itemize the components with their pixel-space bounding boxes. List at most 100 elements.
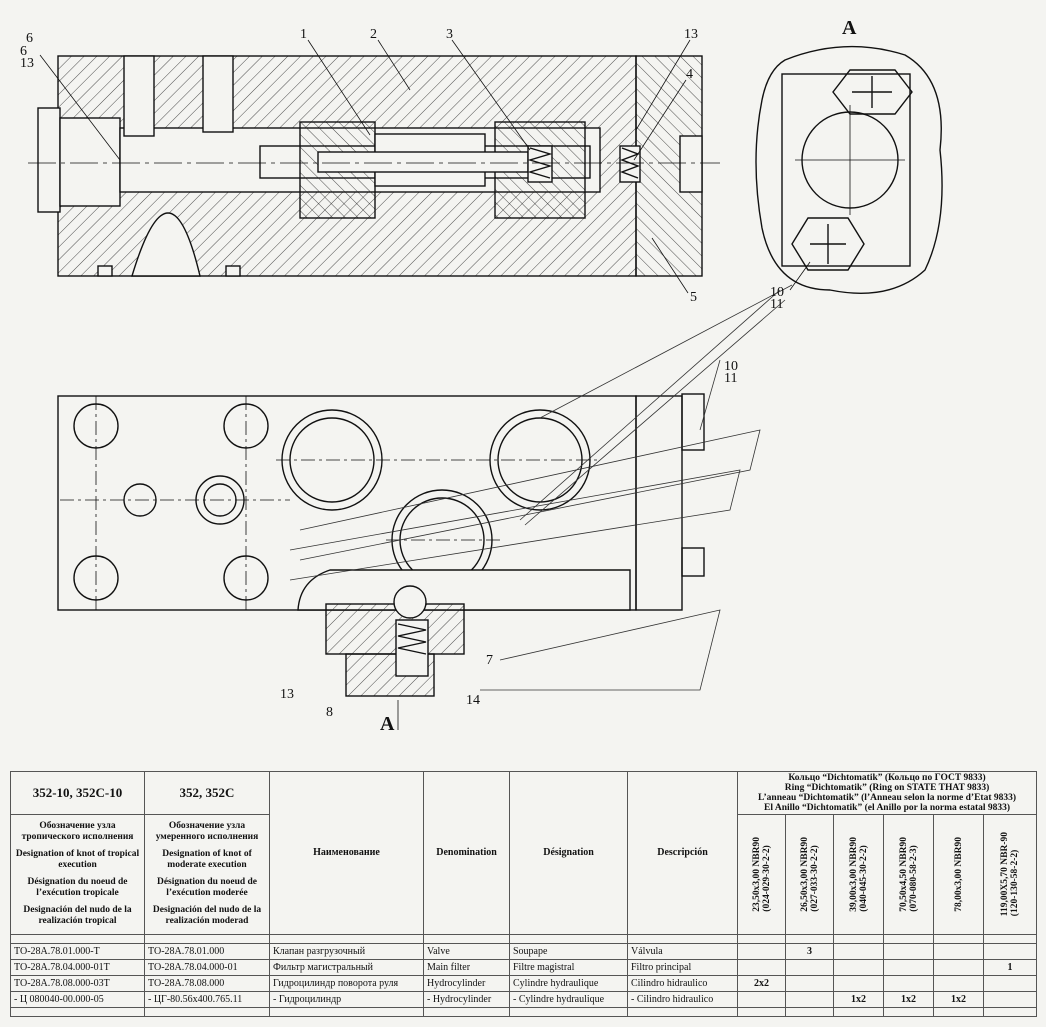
cell-ring-qty [883, 958, 934, 976]
desc-tropical-en: Designation of knot of tropical executio… [15, 849, 140, 871]
desc-moderate-ru: Обозначение узла умеренного исполнения [155, 821, 259, 843]
cell-ring-qty: 3 [785, 942, 834, 960]
cell-ring-qty [833, 974, 884, 992]
desc-tropical-fr: Désignation du noeud de l’exécution trop… [27, 877, 128, 899]
cell-code-moderate: ТО-28А.78.04.000-01 [144, 958, 270, 976]
ring-header-es: El Anillo “Dichtomatik” (el Anillo por l… [764, 803, 1011, 814]
col-header-fr: Désignation [509, 771, 628, 935]
cell-name-es: Cilindro hidraulico [627, 974, 738, 992]
ring-size-1-b: (024-029-30-2-2) [761, 845, 772, 912]
cell-ring-qty [883, 942, 934, 960]
leaders-plan [289, 284, 793, 691]
ring-size-4: 70,50х4,50 NBR90(070-080-58-2-3) [883, 814, 934, 935]
section-a-marker: A [380, 713, 395, 735]
desc-tropical-ru: Обозначение узла тропического исполнения [21, 821, 134, 843]
cell-ring-qty [785, 974, 834, 992]
cell-name-es: Filtro principal [627, 958, 738, 976]
desc-moderate-fr: Désignation du noeud de l’exécution mode… [156, 877, 258, 899]
cell-name-ru: Гидроцилиндр поворота руля [269, 974, 424, 992]
cell-ring-qty [737, 958, 786, 976]
cell-name-en: - Hydrocylinder [423, 990, 510, 1008]
ring-size-3: 39,00х3,00 NBR90(040-045-30-2-2) [833, 814, 884, 935]
cell-code-moderate: ТО-28А.78.08.000 [144, 974, 270, 992]
cell-ring-qty [833, 958, 884, 976]
view-a-title: A [842, 17, 857, 39]
ring-header: Кольцо “Dichtomatik” (Кольцо по ГОСТ 983… [736, 770, 1038, 816]
desc-moderate-en: Designation of knot of moderate executio… [162, 849, 252, 871]
cell-ring-qty: 1 [982, 958, 1038, 976]
ring-size-4-b: (070-080-58-2-3) [908, 845, 919, 912]
callout-8: 8 [326, 705, 333, 720]
cell-ring-qty: 1х2 [833, 990, 884, 1008]
cell-code-moderate: ТО-28А.78.01.000 [144, 942, 270, 960]
cell-name-fr: Soupape [509, 942, 628, 960]
cell-name-fr: - Cylindre hydraulique [509, 990, 628, 1008]
leaders-top [39, 39, 691, 294]
cell-ring-qty: 1х2 [933, 990, 984, 1008]
callout-2: 2 [370, 27, 377, 42]
ring-header-ru: Кольцо “Dichtomatik” (Кольцо по ГОСТ 983… [788, 773, 986, 784]
cell-code-tropical: ТО-28А.78.04.000-01Т [10, 958, 145, 976]
ring-header-fr: L’anneau “Dichtomatik” (l’Anneau selon l… [758, 793, 1017, 804]
col-header-ru: Наименование [269, 771, 424, 935]
cell-name-fr: Filtre magistral [509, 958, 628, 976]
table-spacer-row [10, 933, 1038, 944]
cell-name-en: Hydrocylinder [423, 974, 510, 992]
col-code-moderate: 352, 352С [144, 770, 270, 816]
ring-size-2-b: (027-033-30-2-2) [809, 845, 820, 912]
table-spacer-row [10, 1006, 1038, 1018]
cell-ring-qty [833, 942, 884, 960]
ring-size-5: 78,00х3,00 NBR90 [933, 814, 984, 935]
col-header-en: Denomination [423, 771, 510, 935]
valve-block-section [28, 55, 720, 277]
ring-size-1-a: 23,50х3,00 NBR90 [751, 837, 762, 912]
valve-block-plan [57, 393, 705, 730]
cell-ring-qty [785, 958, 834, 976]
ring-header-en: Ring “Dichtomatik” (Ring on STATE THAT 9… [784, 783, 990, 794]
cell-name-ru: Фильтр магистральный [269, 958, 424, 976]
cell-name-ru: - Гидроцилиндр [269, 990, 424, 1008]
col-code-tropical: 352-10, 352С-10 [10, 770, 145, 816]
cell-ring-qty [737, 990, 786, 1008]
view-a-detail [755, 45, 943, 294]
cell-ring-qty [785, 990, 834, 1008]
cell-ring-qty [933, 958, 984, 976]
parts-table: 352-10, 352С-10 352, 352С Наименование D… [10, 770, 1038, 1018]
cell-name-es: Válvula [627, 942, 738, 960]
cell-ring-qty [883, 974, 934, 992]
cell-ring-qty [737, 942, 786, 960]
desc-moderate-es: Designación del nudo de la realización m… [152, 905, 262, 927]
desc-tropical: Обозначение узла тропического исполнения… [10, 814, 145, 935]
cell-name-en: Main filter [423, 958, 510, 976]
ring-size-6: 119,00Х5,70 NBR-90(120-130-58-2-2) [982, 814, 1038, 935]
ring-size-3-b: (040-045-30-2-2) [858, 845, 869, 912]
cell-ring-qty: 1х2 [883, 990, 934, 1008]
cell-name-fr: Cylindre hydraulique [509, 974, 628, 992]
callout-13-top: 13 [684, 27, 698, 42]
ring-size-6-a: 119,00Х5,70 NBR-90 [1000, 832, 1011, 917]
col-header-es: Descripción [627, 771, 738, 935]
callout-7: 7 [486, 653, 493, 668]
callout-14: 14 [466, 693, 480, 708]
callout-5: 5 [690, 290, 697, 305]
cell-code-tropical: ТО-28А.78.01.000-Т [10, 942, 145, 960]
desc-moderate: Обозначение узла умеренного исполнения D… [144, 814, 270, 935]
ring-size-6-b: (120-130-58-2-2) [1010, 850, 1021, 917]
ring-size-2: 26,50х3,00 NBR90(027-033-30-2-2) [785, 814, 834, 935]
callout-1: 1 [300, 27, 307, 42]
callout-13-bottom: 13 [280, 687, 294, 702]
callout-3: 3 [446, 27, 453, 42]
cell-ring-qty: 2х2 [737, 974, 786, 992]
cell-ring-qty [933, 974, 984, 992]
ring-size-2-a: 26,50х3,00 NBR90 [799, 837, 810, 912]
cell-name-es: - Cilindro hidraulico [627, 990, 738, 1008]
cell-name-en: Valve [423, 942, 510, 960]
